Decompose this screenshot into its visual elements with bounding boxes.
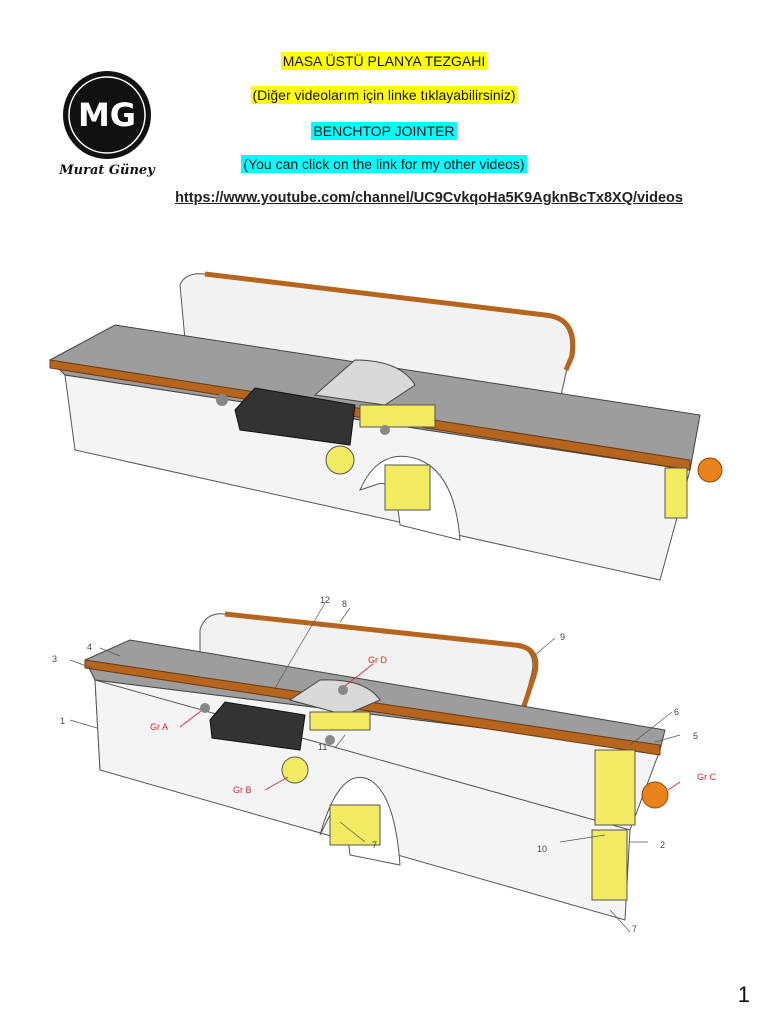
title-turkish: MASA ÜSTÜ PLANYA TEZGAHI bbox=[280, 52, 488, 70]
svg-text:MG: MG bbox=[78, 96, 136, 134]
svg-text:Murat Güney: Murat Güney bbox=[58, 163, 156, 178]
callout-6: 6 bbox=[674, 707, 679, 717]
callout-2: 2 bbox=[660, 840, 665, 850]
jointer-illustration-labeled: 1 2 3 4 5 6 7 7 8 9 10 11 12 Gr A Gr B G… bbox=[52, 595, 716, 934]
title-english: BENCHTOP JOINTER bbox=[311, 122, 457, 140]
jointer-illustration-top bbox=[49, 271, 723, 581]
callout-4: 4 bbox=[87, 642, 92, 652]
callout-gr-c: Gr C bbox=[697, 772, 716, 782]
murat-guney-logo: MG Murat Güney bbox=[58, 71, 156, 178]
note-english: (You can click on the link for my other … bbox=[241, 155, 527, 173]
callout-10: 10 bbox=[537, 844, 547, 854]
callout-5: 5 bbox=[693, 731, 698, 741]
callout-7b: 7 bbox=[632, 924, 637, 934]
callout-12: 12 bbox=[320, 595, 330, 605]
callout-9: 9 bbox=[560, 632, 565, 642]
callout-gr-b: Gr B bbox=[233, 785, 252, 795]
youtube-channel-link[interactable]: https://www.youtube.com/channel/UC9Cvkqo… bbox=[175, 190, 683, 206]
callout-8: 8 bbox=[342, 599, 347, 609]
callout-gr-d: Gr D bbox=[368, 655, 387, 665]
page-number: 1 bbox=[737, 982, 750, 1007]
callout-3: 3 bbox=[52, 654, 57, 664]
note-turkish: (Diğer videolarım için linke tıklayabili… bbox=[250, 86, 518, 104]
callout-gr-a: Gr A bbox=[150, 722, 168, 732]
callout-7a: 7 bbox=[372, 840, 377, 850]
callout-11: 11 bbox=[318, 742, 327, 752]
callout-1: 1 bbox=[60, 716, 65, 726]
